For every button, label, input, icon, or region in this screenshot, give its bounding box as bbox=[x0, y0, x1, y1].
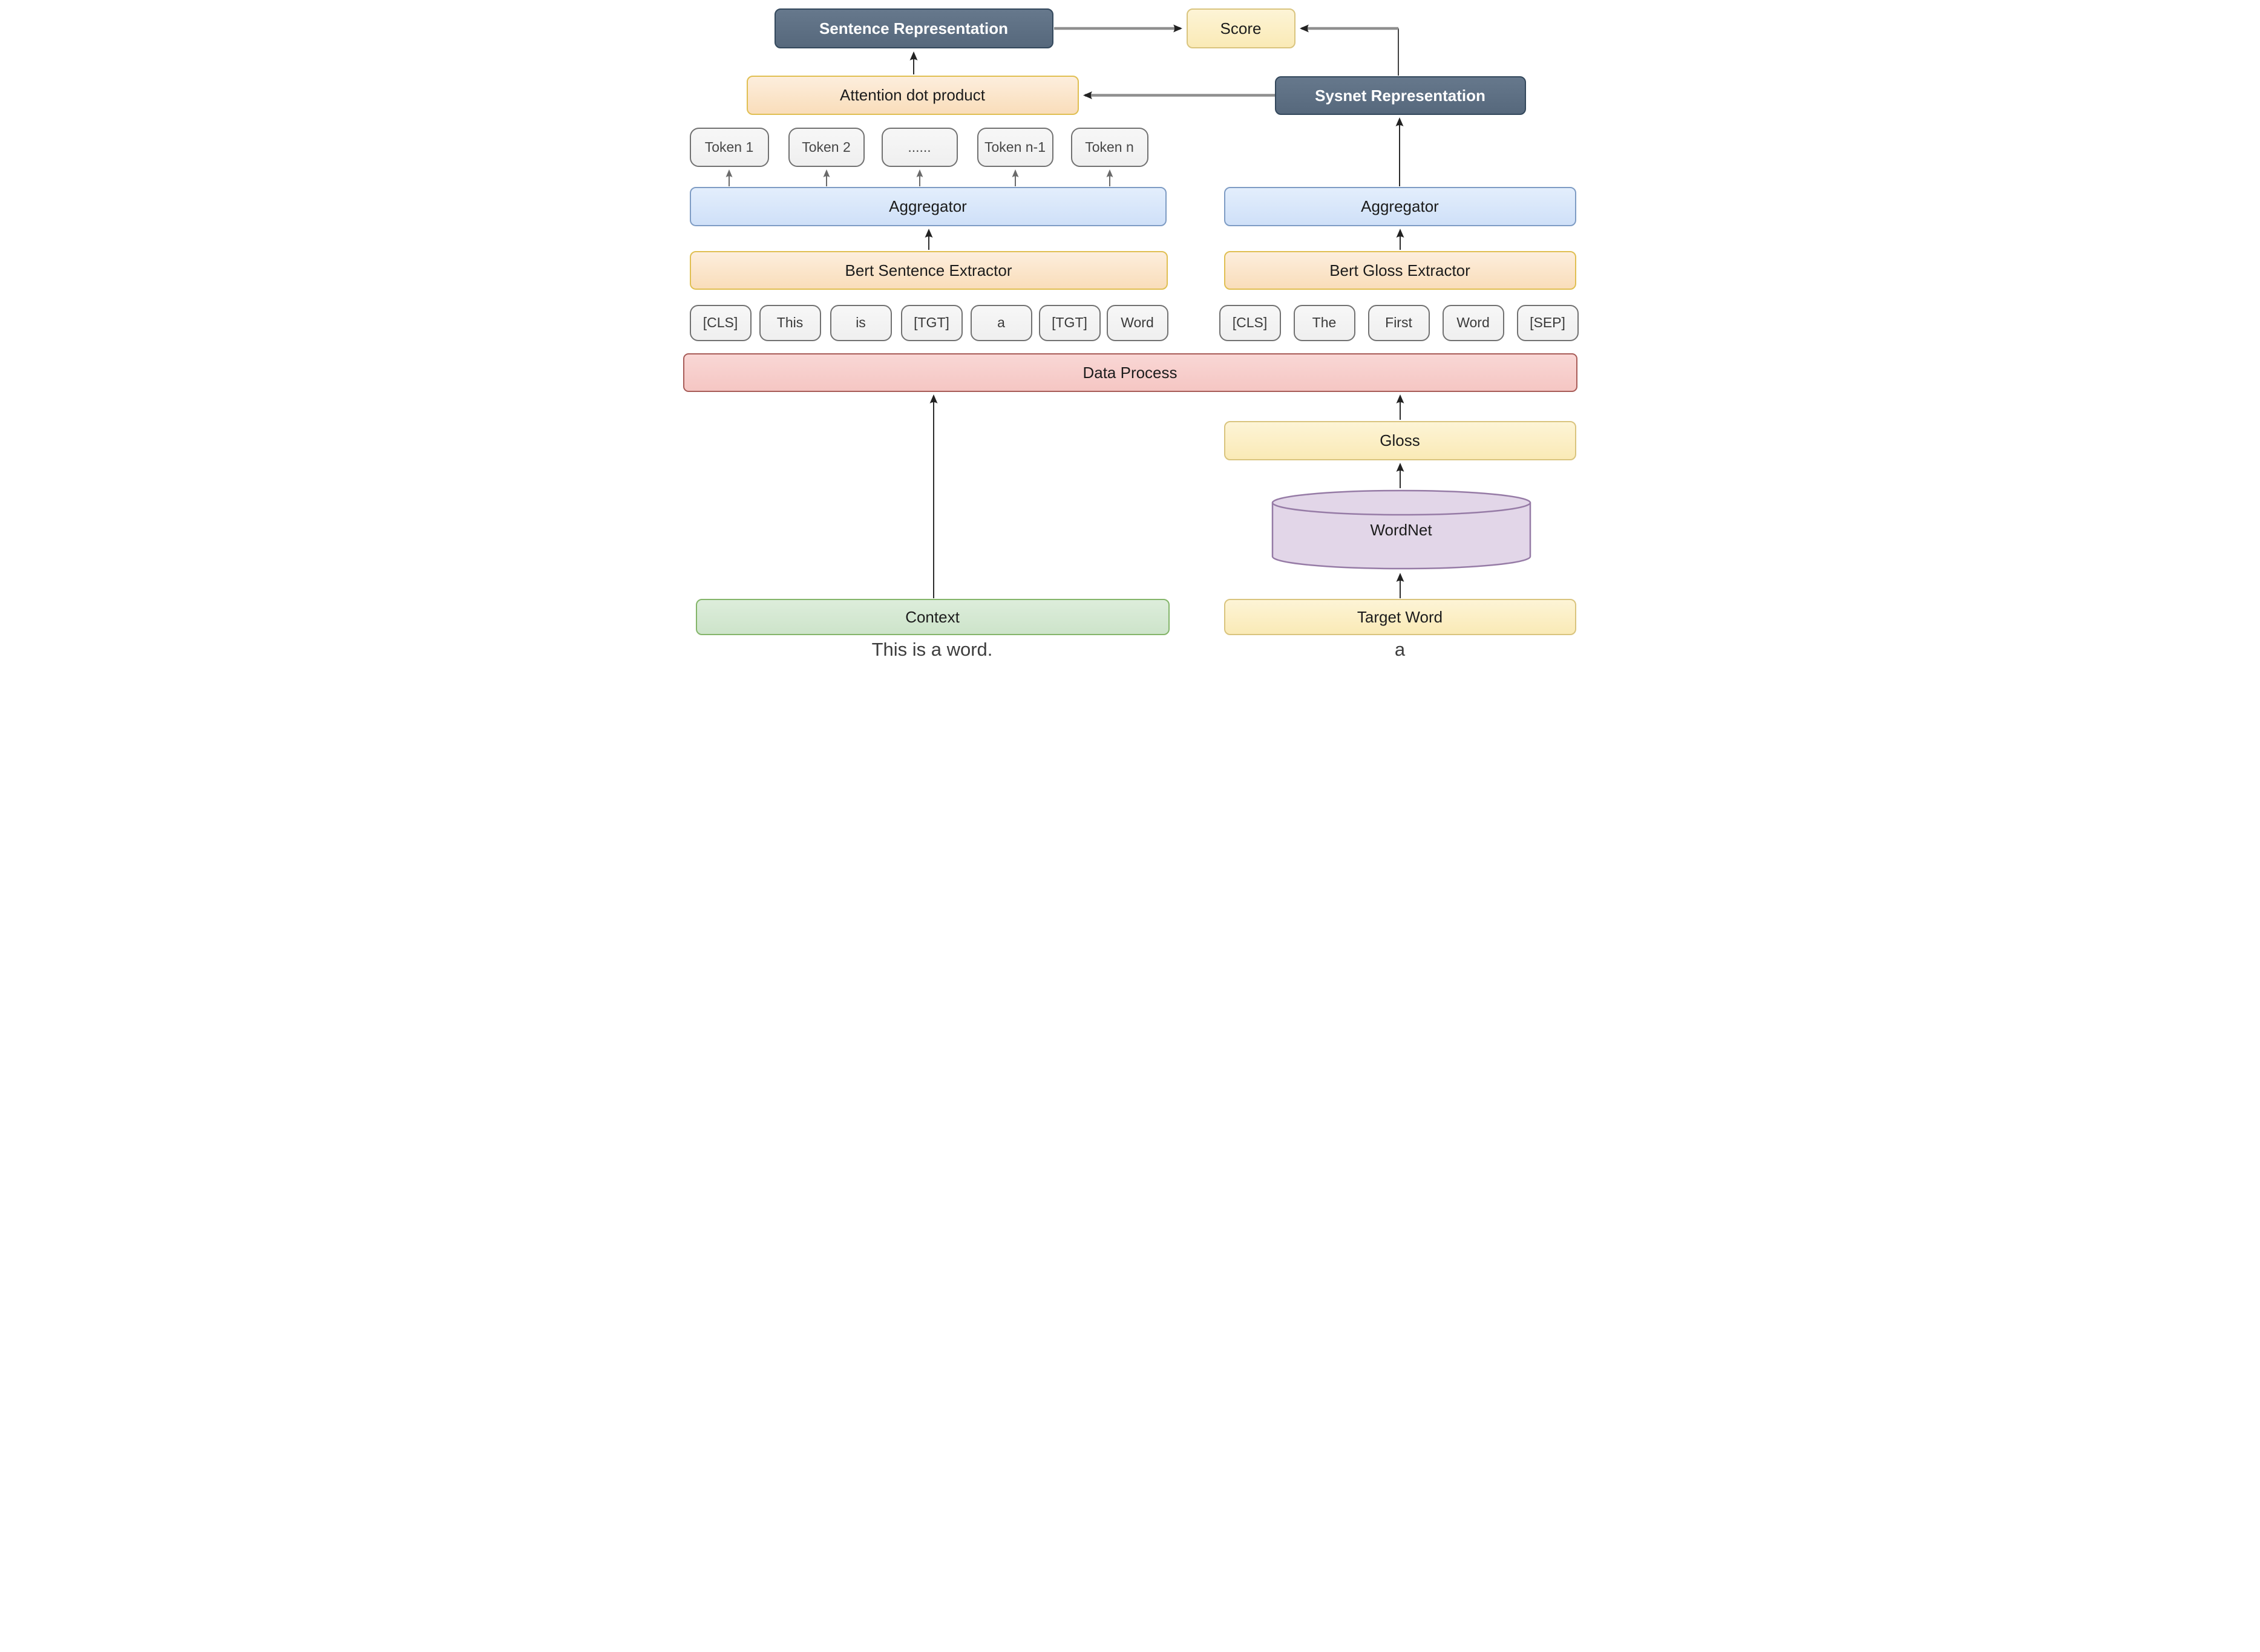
bert-gloss-extractor-label: Bert Gloss Extractor bbox=[1329, 261, 1470, 279]
gloss-label: Gloss bbox=[1380, 431, 1420, 450]
gloss-token-first: First bbox=[1367, 305, 1430, 341]
sentence-token-a: a bbox=[970, 305, 1032, 341]
gloss-token-label: Word bbox=[1456, 315, 1490, 331]
context-example-caption: This is a word. bbox=[871, 639, 993, 660]
gloss-token-label: [SEP] bbox=[1530, 315, 1565, 331]
token-output-label: Token n-1 bbox=[984, 139, 1046, 155]
bert-sentence-extractor-node: Bert Sentence Extractor bbox=[689, 251, 1168, 290]
gloss-token-label: The bbox=[1312, 315, 1337, 331]
token-output-label: Token n bbox=[1085, 139, 1134, 155]
score-label: Score bbox=[1220, 19, 1262, 38]
data-process-label: Data Process bbox=[1083, 363, 1177, 382]
gloss-token-cls: [CLS] bbox=[1219, 305, 1281, 341]
target-word-example-caption: a bbox=[1394, 639, 1406, 660]
gloss-token-sep: [SEP] bbox=[1516, 305, 1579, 341]
database-cylinder-icon bbox=[1271, 489, 1531, 570]
wordnet-label: WordNet bbox=[1370, 521, 1432, 539]
token-output-1: Token 1 bbox=[689, 128, 769, 167]
attention-dot-product-node: Attention dot product bbox=[746, 76, 1079, 115]
token-output-n: Token n bbox=[1070, 128, 1148, 167]
token-output-2: Token 2 bbox=[788, 128, 865, 167]
token-output-label: Token 2 bbox=[802, 139, 851, 155]
token-output-label: Token 1 bbox=[704, 139, 754, 155]
sysnet-representation-node: Sysnet Representation bbox=[1274, 76, 1526, 115]
sentence-token-is: is bbox=[830, 305, 892, 341]
score-node: Score bbox=[1186, 8, 1295, 48]
token-output-label: ...... bbox=[908, 139, 931, 155]
target-word-label: Target Word bbox=[1357, 607, 1443, 626]
gloss-token-label: First bbox=[1385, 315, 1412, 331]
target-word-node: Target Word bbox=[1223, 599, 1576, 635]
gloss-node: Gloss bbox=[1223, 421, 1576, 460]
aggregator-right-label: Aggregator bbox=[1361, 197, 1439, 216]
bert-sentence-extractor-label: Bert Sentence Extractor bbox=[845, 261, 1012, 279]
sentence-token-this: This bbox=[759, 305, 821, 341]
sentence-representation-node: Sentence Representation bbox=[774, 8, 1053, 48]
context-label: Context bbox=[905, 607, 960, 626]
data-process-node: Data Process bbox=[683, 353, 1577, 392]
sentence-token-label: Word bbox=[1121, 315, 1154, 331]
bert-gloss-extractor-node: Bert Gloss Extractor bbox=[1223, 251, 1576, 290]
gloss-token-word: Word bbox=[1442, 305, 1504, 341]
sentence-token-label: [CLS] bbox=[703, 315, 738, 331]
wordnet-database-cylinder: WordNet bbox=[1271, 489, 1531, 570]
sentence-token-label: a bbox=[997, 315, 1005, 331]
wsd-architecture-diagram: Sentence Representation Score Attention … bbox=[678, 0, 1582, 665]
token-output-n-1: Token n-1 bbox=[977, 128, 1053, 167]
sentence-representation-label: Sentence Representation bbox=[819, 19, 1009, 38]
context-node: Context bbox=[695, 599, 1170, 635]
sentence-token-cls: [CLS] bbox=[689, 305, 752, 341]
sentence-token-label: [TGT] bbox=[1052, 315, 1087, 331]
aggregator-right-node: Aggregator bbox=[1223, 187, 1576, 226]
sysnet-representation-label: Sysnet Representation bbox=[1315, 86, 1485, 105]
sentence-token-label: This bbox=[776, 315, 804, 331]
sentence-token-tgt2: [TGT] bbox=[1038, 305, 1101, 341]
aggregator-left-label: Aggregator bbox=[889, 197, 967, 216]
sentence-token-tgt1: [TGT] bbox=[900, 305, 963, 341]
sentence-token-word: Word bbox=[1106, 305, 1168, 341]
gloss-token-the: The bbox=[1293, 305, 1355, 341]
token-output-ellipsis: ...... bbox=[881, 128, 958, 167]
aggregator-left-node: Aggregator bbox=[689, 187, 1167, 226]
attention-dot-product-label: Attention dot product bbox=[840, 86, 985, 105]
gloss-token-label: [CLS] bbox=[1232, 315, 1268, 331]
sentence-token-label: [TGT] bbox=[914, 315, 949, 331]
sentence-token-label: is bbox=[856, 315, 866, 331]
